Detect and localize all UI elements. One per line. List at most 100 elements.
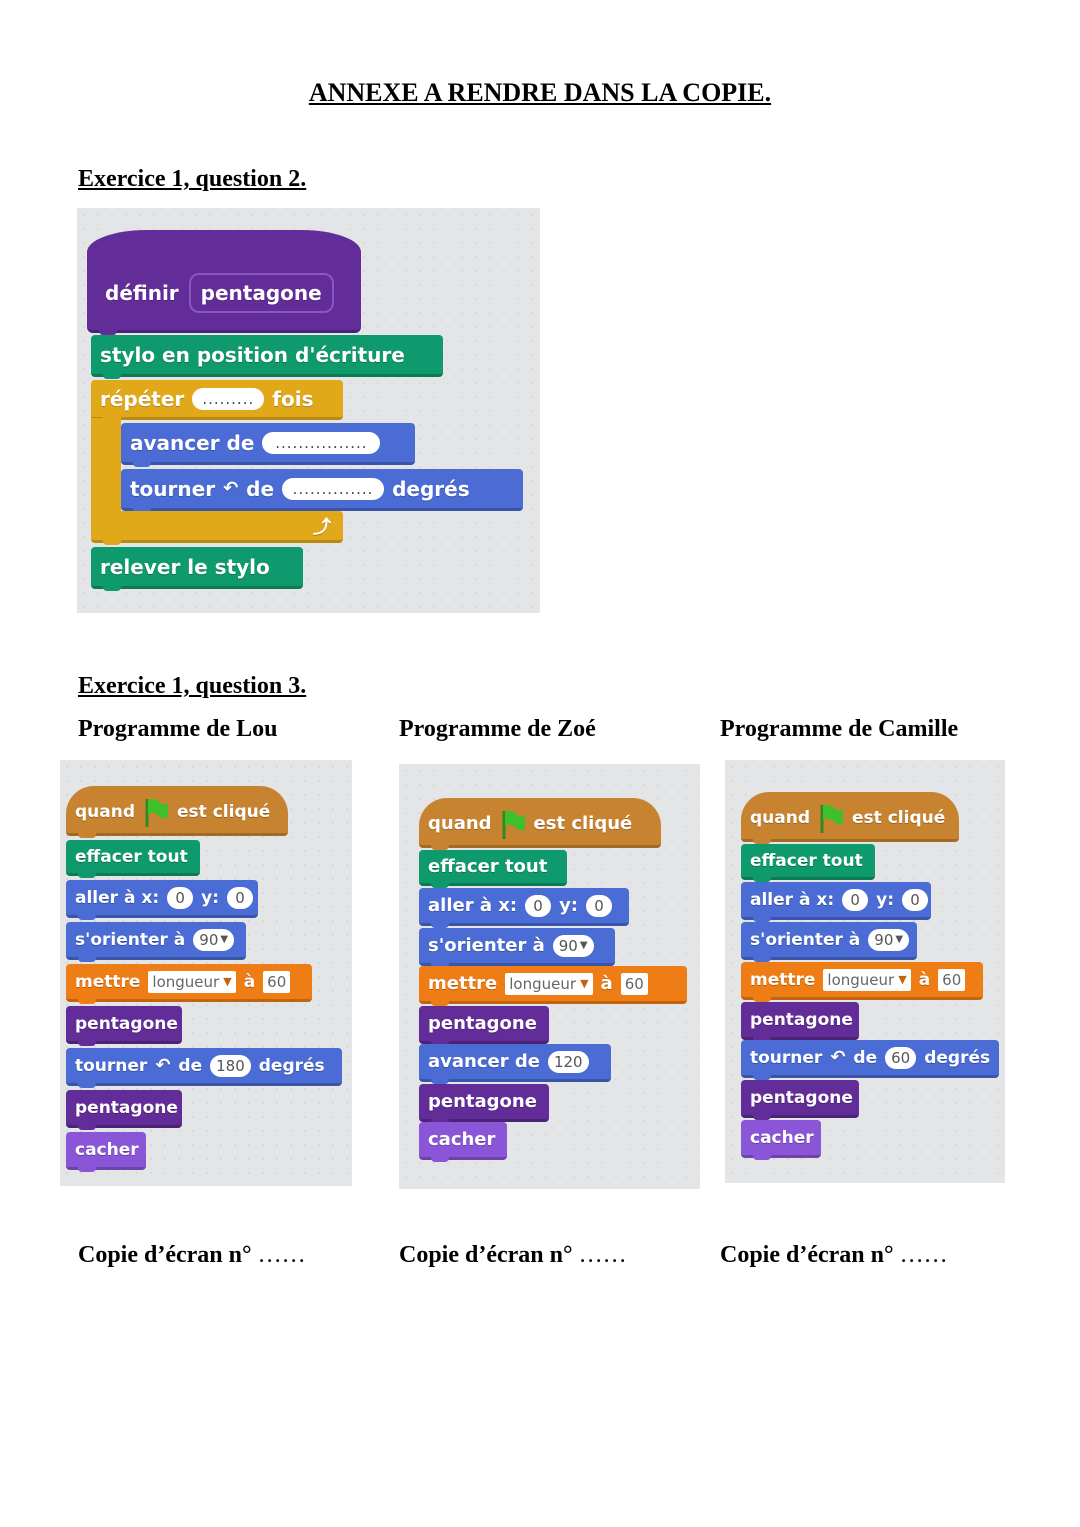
turn-label: tourner [75, 1055, 148, 1076]
value-input[interactable]: 60 [938, 968, 966, 991]
repeat-end: ⤴ [91, 511, 343, 545]
chevron-down-icon: ▼ [579, 940, 588, 951]
answer-blank[interactable]: …… [578, 1242, 627, 1268]
set-var-block[interactable]: mettre longueur▼ à 60 [419, 966, 687, 1006]
direction-dropdown[interactable]: 90▼ [193, 928, 235, 951]
hide-block[interactable]: cacher [741, 1120, 821, 1160]
goto-label: aller à x: [75, 887, 160, 908]
degrees-label: degrés [924, 1047, 991, 1068]
when-flag-block[interactable]: quand est cliqué [419, 798, 661, 850]
turn-block[interactable]: tourner ↶ de 60 degrés [741, 1040, 999, 1080]
angle-slot[interactable]: 60 [885, 1046, 917, 1069]
chevron-down-icon: ▼ [580, 977, 589, 990]
pentagon-label: pentagone [428, 1091, 537, 1112]
angle-slot[interactable]: 180 [210, 1054, 251, 1077]
scratch-panel-camille: quand est cliqué effacer tout aller à x:… [725, 760, 1005, 1183]
distance-slot[interactable]: 120 [547, 1050, 589, 1073]
screenshot-label: Copie d’écran n° [399, 1242, 573, 1268]
clear-block[interactable]: effacer tout [419, 850, 567, 888]
move-block[interactable]: avancer de 120 [419, 1044, 611, 1084]
move-block[interactable]: avancer de ................ [121, 423, 415, 467]
clear-label: effacer tout [75, 846, 188, 867]
x-slot[interactable]: 0 [525, 894, 552, 917]
clear-label: effacer tout [428, 856, 548, 877]
orient-block[interactable]: s'orienter à 90▼ [66, 922, 246, 962]
direction-dropdown[interactable]: 90▼ [868, 928, 910, 951]
when-flag-block[interactable]: quand est cliqué [66, 786, 288, 838]
pentagon-call-block-2[interactable]: pentagone [741, 1080, 859, 1120]
variable-dropdown[interactable]: longueur▼ [148, 970, 236, 993]
direction-dropdown[interactable]: 90▼ [552, 934, 594, 957]
orient-label: s'orienter à [428, 935, 545, 956]
direction-value: 90 [558, 936, 578, 955]
pentagon-call-block-2[interactable]: pentagone [66, 1090, 182, 1130]
page-title: ANNEXE A RENDRE DANS LA COPIE. [308, 78, 772, 107]
set-var-block[interactable]: mettre longueur▼ à 60 [66, 964, 312, 1004]
orient-label: s'orienter à [75, 929, 186, 950]
chevron-down-icon: ▼ [898, 973, 907, 986]
answer-blank[interactable]: …… [257, 1242, 306, 1268]
scratch-panel-q2: définir pentagone stylo en position d'éc… [77, 208, 540, 613]
turn-slot[interactable]: .............. [282, 477, 385, 500]
orient-label: s'orienter à [750, 929, 861, 950]
to-label: à [243, 971, 256, 992]
degrees-label: degrés [258, 1055, 325, 1076]
set-var-block[interactable]: mettre longueur▼ à 60 [741, 962, 983, 1002]
variable-name: longueur [509, 974, 577, 993]
repeat-block[interactable]: répéter ......... fois [91, 380, 343, 422]
de-label: de [178, 1055, 203, 1076]
value-input[interactable]: 60 [263, 970, 291, 993]
degrees-label: degrés [392, 476, 470, 501]
turn-block[interactable]: tourner ↶ de .............. degrés [121, 469, 523, 513]
pentagon-call-block[interactable]: pentagone [741, 1002, 859, 1042]
green-flag-icon [500, 809, 526, 839]
set-label: mettre [75, 971, 141, 992]
pentagon-call-block[interactable]: pentagone [66, 1006, 182, 1046]
program-title-camille: Programme de Camille [720, 716, 959, 742]
pentagon-label: pentagone [75, 1097, 178, 1118]
goto-block[interactable]: aller à x: 0 y: 0 [419, 888, 629, 928]
turn-block[interactable]: tourner ↶ de 180 degrés [66, 1048, 342, 1088]
answer-blank[interactable]: …… [899, 1242, 948, 1268]
variable-name: longueur [827, 970, 895, 989]
clear-block[interactable]: effacer tout [66, 840, 200, 878]
variable-dropdown[interactable]: longueur▼ [823, 968, 911, 991]
y-slot[interactable]: 0 [227, 886, 254, 909]
x-slot[interactable]: 0 [842, 888, 869, 911]
variable-dropdown[interactable]: longueur▼ [505, 972, 593, 995]
hide-block[interactable]: cacher [66, 1132, 146, 1172]
scratch-panel-lou: quand est cliqué effacer tout aller à x:… [60, 760, 352, 1186]
orient-block[interactable]: s'orienter à 90▼ [419, 928, 615, 968]
goto-label: aller à x: [428, 895, 518, 916]
value-input[interactable]: 60 [620, 972, 648, 995]
green-flag-icon [818, 803, 844, 833]
hide-label: cacher [750, 1127, 814, 1148]
goto-label: aller à x: [750, 889, 835, 910]
pen-up-block[interactable]: relever le stylo [91, 547, 303, 591]
pentagon-call-block[interactable]: pentagone [419, 1006, 549, 1046]
goto-block[interactable]: aller à x: 0 y: 0 [66, 880, 258, 920]
chevron-down-icon: ▼ [895, 934, 904, 945]
rotate-left-icon: ↶ [830, 1047, 846, 1068]
when-flag-block[interactable]: quand est cliqué [741, 792, 959, 844]
scratch-panel-zoe: quand est cliqué effacer tout aller à x:… [399, 764, 700, 1189]
pentagon-call-block-2[interactable]: pentagone [419, 1084, 549, 1124]
define-label: définir [105, 281, 179, 305]
x-slot[interactable]: 0 [167, 886, 194, 909]
pen-down-block[interactable]: stylo en position d'écriture [91, 335, 443, 379]
move-slot[interactable]: ................ [262, 431, 381, 454]
hide-label: cacher [75, 1139, 139, 1160]
chevron-down-icon: ▼ [220, 934, 229, 945]
orient-block[interactable]: s'orienter à 90▼ [741, 922, 917, 962]
repeat-arm [91, 418, 121, 514]
clear-block[interactable]: effacer tout [741, 844, 875, 882]
goto-block[interactable]: aller à x: 0 y: 0 [741, 882, 931, 922]
clicked-label: est cliqué [852, 807, 946, 828]
define-block[interactable]: définir pentagone [87, 230, 361, 335]
turn-label: tourner [130, 476, 216, 501]
y-slot[interactable]: 0 [902, 888, 929, 911]
y-slot[interactable]: 0 [586, 894, 612, 917]
hide-block[interactable]: cacher [419, 1122, 507, 1162]
repeat-count-slot[interactable]: ......... [192, 387, 265, 410]
pentagon-label: pentagone [75, 1013, 178, 1034]
